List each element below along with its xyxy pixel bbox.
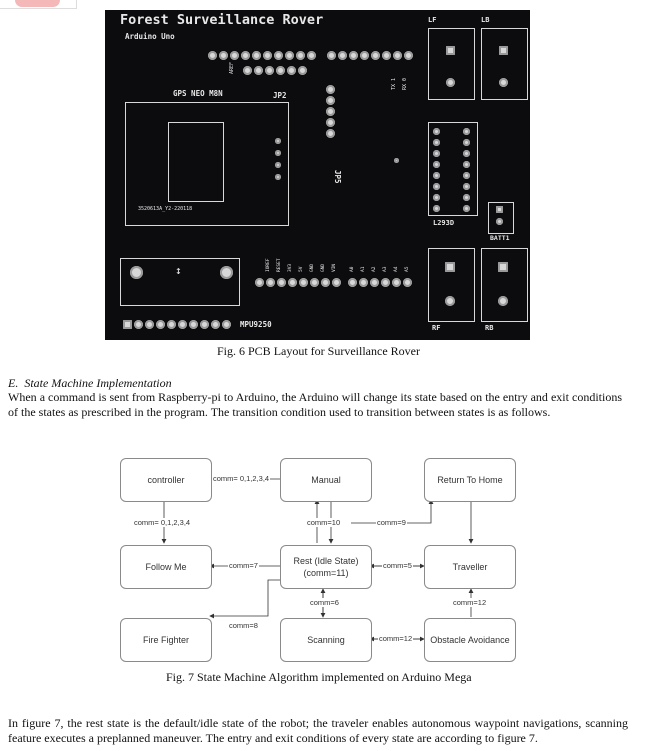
edge-label-rest-return: comm=9	[376, 518, 407, 527]
pcb-label-jp5: JP5	[333, 170, 342, 184]
pcb-label-jp2: JP2	[273, 91, 287, 100]
state-rest-line1: Rest (Idle State)	[293, 556, 359, 566]
gps-chip-outline	[168, 122, 224, 202]
fig7-caption: Fig. 7 State Machine Algorithm implement…	[166, 670, 472, 684]
gps-module-outline	[125, 102, 289, 226]
pcb-label-ioref: IOREF	[266, 258, 271, 272]
terminal-lf	[428, 28, 475, 100]
state-rest: Rest (Idle State) (comm=11)	[280, 545, 372, 589]
pcb-label-rx: RX 0	[402, 77, 408, 90]
state-return-home: Return To Home	[424, 458, 516, 502]
pcb-label-lf: LF	[428, 16, 437, 24]
pcb-chip-id: 3520613A_Y2-220118	[138, 206, 193, 212]
section-title: State Machine Implementation	[24, 376, 172, 390]
pcb-label-gps: GPS NEO M8N	[173, 89, 223, 98]
edge-label-rest-manual: comm=10	[306, 518, 342, 527]
pcb-label-a0: A0	[350, 266, 355, 272]
edge-label-rest-follow: comm=7	[228, 561, 259, 570]
pcb-label-reset: RESET	[277, 258, 282, 272]
state-rest-line2: (comm=11)	[303, 568, 349, 578]
terminal-lb	[481, 28, 528, 100]
pcb-label-lb: LB	[481, 16, 490, 24]
pcb-label-gnd2: GND	[321, 263, 326, 272]
pcb-label-rb: RB	[485, 324, 494, 332]
closing-paragraph: In figure 7, the rest state is the defau…	[8, 716, 628, 745]
jp5-extra-pad	[394, 158, 399, 163]
sensor-block-outline	[120, 258, 240, 306]
l293d-socket	[428, 122, 478, 216]
edge-label-manual-controller: comm= 0,1,2,3,4	[212, 474, 271, 483]
pcb-label-a4: A4	[394, 266, 399, 272]
pcb-label-l293d: L293D	[433, 219, 455, 227]
corner-frame	[0, 0, 77, 9]
pcb-label-rf: RF	[432, 324, 441, 332]
state-traveller: Traveller	[424, 545, 516, 589]
pcb-label-5v: 5V	[299, 266, 304, 272]
corner-mark	[15, 0, 60, 7]
section-heading: E. State Machine Implementation	[8, 376, 172, 391]
terminal-rb	[481, 248, 528, 322]
terminal-rf	[428, 248, 475, 322]
pcb-label-vin: VIN	[332, 263, 337, 272]
edge-label-rest-fire: comm=8	[228, 621, 259, 630]
state-scanning: Scanning	[280, 618, 372, 662]
pcb-board-subtitle: Arduino Uno	[125, 32, 175, 41]
state-machine-diagram: controller Manual Return To Home Follow …	[108, 446, 526, 662]
state-manual: Manual	[280, 458, 372, 502]
pcb-label-a2: A2	[372, 266, 377, 272]
section-paragraph: When a command is sent from Raspberry-pi…	[8, 390, 622, 419]
state-follow-me: Follow Me	[120, 545, 212, 589]
edge-label-scanning-obstacle: comm=12	[378, 634, 414, 643]
pcb-label-tx: TX 1	[391, 77, 397, 90]
edge-label-traveller-obstacle: comm=12	[452, 598, 488, 607]
state-obstacle-avoidance: Obstacle Avoidance	[424, 618, 516, 662]
battery-connector	[488, 202, 514, 234]
fig6-caption: Fig. 6 PCB Layout for Surveillance Rover	[217, 344, 420, 358]
edge-label-controller-follow: comm= 0,1,2,3,4	[133, 518, 192, 527]
pcb-label-a1: A1	[361, 266, 366, 272]
pcb-board-title: Forest Surveillance Rover	[120, 12, 324, 28]
pcb-label-batt: BATT1	[490, 234, 510, 242]
pcb-label-a5: A5	[405, 266, 410, 272]
state-fire-fighter: Fire Fighter	[120, 618, 212, 662]
pcb-label-mpu: MPU9250	[240, 320, 272, 329]
pcb-label-a3: A3	[383, 266, 388, 272]
section-number: E.	[8, 376, 19, 390]
pcb-label-gnd1: GND	[310, 263, 315, 272]
edge-label-rest-traveller: comm=5	[382, 561, 413, 570]
pcb-layout-image: Forest Surveillance Rover Arduino Uno AR…	[105, 10, 530, 340]
edge-label-rest-scanning: comm=6	[309, 598, 340, 607]
pcb-label-aref: AREF	[229, 61, 235, 74]
axis-icon: ↕	[175, 264, 182, 277]
pcb-label-3v3: 3V3	[288, 263, 293, 272]
state-controller: controller	[120, 458, 212, 502]
